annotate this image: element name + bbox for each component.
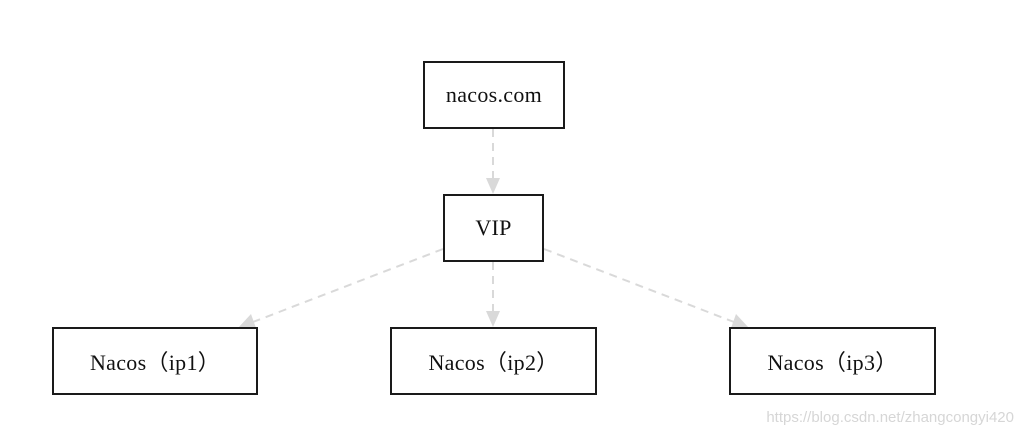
arrowhead-vip — [486, 178, 500, 194]
arrowhead-ip1 — [238, 314, 256, 328]
node-nacos-ip2: Nacos（ip2） — [390, 327, 597, 395]
node-vip: VIP — [443, 194, 544, 262]
edge-vip-to-ip3 — [543, 248, 735, 323]
edge-vip-to-ip1 — [252, 248, 444, 323]
node-nacos-ip1: Nacos（ip1） — [52, 327, 258, 395]
node-domain: nacos.com — [423, 61, 565, 129]
node-nacos-ip3: Nacos（ip3） — [729, 327, 936, 395]
watermark-url: https://blog.csdn.net/zhangcongyi420 — [766, 409, 1014, 426]
arrowhead-ip3 — [731, 314, 749, 328]
arrowhead-ip2 — [486, 311, 500, 327]
